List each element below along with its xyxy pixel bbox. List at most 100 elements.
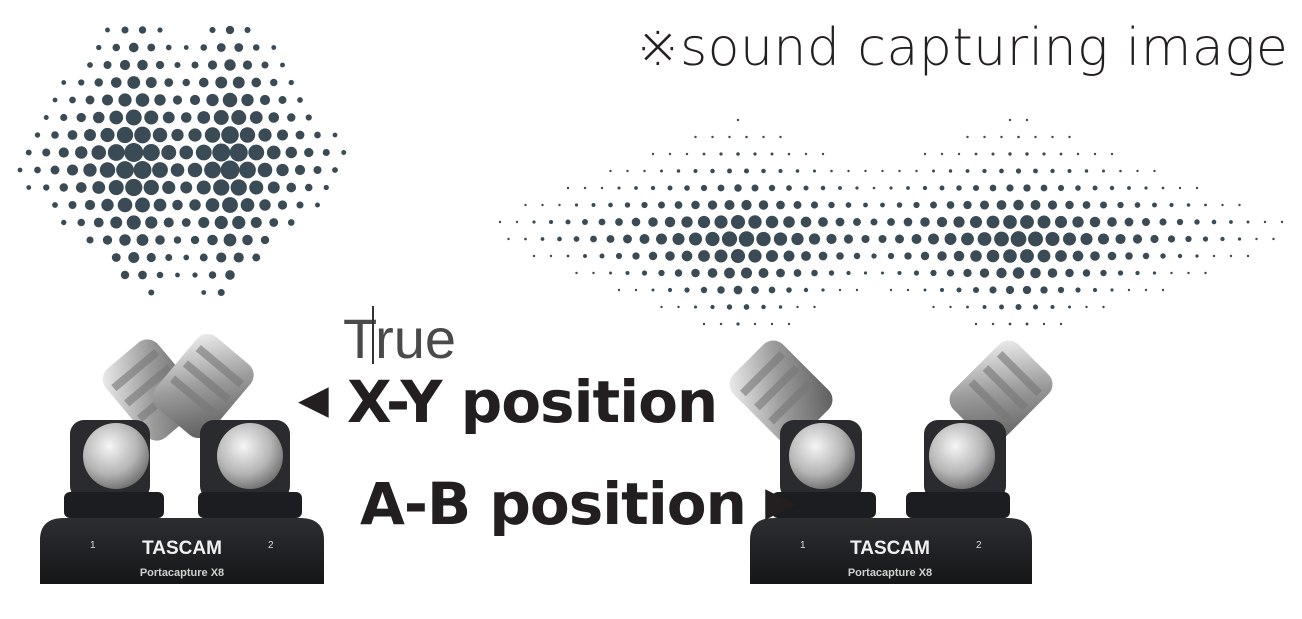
sound-dot <box>270 79 277 86</box>
sound-dot <box>1168 235 1175 242</box>
sound-dot <box>164 78 173 87</box>
sound-dot <box>1128 289 1130 291</box>
sound-dot <box>714 215 727 228</box>
sound-dot <box>87 62 93 68</box>
sound-dot <box>541 237 545 241</box>
sound-dot <box>204 162 221 179</box>
sound-dot <box>1028 232 1043 247</box>
sound-dot <box>1102 169 1105 172</box>
sound-dot <box>776 201 785 210</box>
sound-dot <box>557 237 562 242</box>
sound-dot <box>623 235 632 244</box>
sound-dot <box>221 161 240 180</box>
sound-dot <box>930 202 937 209</box>
sound-dot <box>60 183 68 191</box>
sound-dot <box>708 200 717 209</box>
sound-dot <box>306 114 312 120</box>
sound-dot <box>941 153 943 155</box>
sound-dot <box>727 169 732 174</box>
sound-dot <box>1038 216 1051 229</box>
sound-dot <box>710 305 714 309</box>
sound-dot <box>1135 202 1141 208</box>
sound-dot <box>136 93 150 107</box>
sound-dot <box>1023 286 1031 294</box>
sound-dot <box>1050 305 1054 309</box>
sound-dot <box>1023 184 1030 191</box>
sound-dot <box>1093 288 1097 292</box>
xy-sound-pattern <box>18 26 347 296</box>
sound-dot <box>836 218 845 227</box>
sound-dot <box>675 269 682 276</box>
sound-dot <box>1153 271 1156 274</box>
sound-dot <box>887 218 895 226</box>
sound-dot <box>287 113 295 121</box>
sound-dot <box>871 253 876 258</box>
sound-dot <box>1085 306 1087 308</box>
sound-dot <box>277 129 288 140</box>
sound-dot <box>796 306 798 308</box>
sound-dot <box>108 144 125 161</box>
sound-dot <box>180 182 192 194</box>
sound-dot <box>987 250 1000 263</box>
sound-dot <box>516 221 518 223</box>
sound-dot <box>788 323 790 325</box>
ab-sound-pattern <box>499 119 1283 326</box>
sound-dot <box>1065 269 1073 277</box>
sound-dot <box>565 219 570 224</box>
sound-dot <box>665 251 675 261</box>
sound-dot <box>59 147 69 157</box>
sound-dot <box>684 287 689 292</box>
sound-dot <box>1162 187 1165 190</box>
sound-dot <box>1058 287 1064 293</box>
sound-dot <box>853 218 861 226</box>
sound-dot <box>289 80 294 85</box>
sound-dot <box>121 271 129 279</box>
sound-dot <box>166 45 172 51</box>
sound-dot <box>1083 201 1091 209</box>
sound-dot <box>784 251 795 262</box>
sound-dot <box>125 179 142 196</box>
sound-dot <box>731 249 745 263</box>
sound-dot <box>109 180 124 195</box>
sound-dot <box>783 216 795 228</box>
sound-dot <box>672 233 684 245</box>
sound-dot <box>915 170 917 172</box>
sound-dot <box>332 167 338 173</box>
sound-dot <box>230 143 248 161</box>
sound-dot <box>904 252 911 259</box>
sound-dot <box>68 130 78 140</box>
sound-dot <box>341 150 346 155</box>
model-label: Portacapture X8 <box>140 567 224 579</box>
sound-dot <box>609 272 612 275</box>
sound-dot <box>224 234 237 247</box>
sound-dot <box>314 132 321 139</box>
sound-dot <box>1077 153 1079 155</box>
sound-dot <box>222 197 238 213</box>
sound-dot <box>1272 238 1274 240</box>
sound-dot <box>1000 136 1002 138</box>
sound-dot <box>120 60 130 70</box>
sound-dot <box>1093 186 1098 191</box>
sound-dot <box>18 168 23 173</box>
sound-dot <box>1065 201 1073 209</box>
sound-dot <box>651 186 655 190</box>
sound-dot <box>861 235 869 243</box>
sound-dot <box>201 290 206 295</box>
sound-dot <box>776 269 785 278</box>
sound-dot <box>1107 217 1117 227</box>
sound-dot <box>253 44 260 51</box>
sound-dot <box>1194 219 1199 224</box>
sound-dot <box>126 110 142 126</box>
sound-dot <box>1033 169 1038 174</box>
sound-dot <box>966 169 970 173</box>
sound-dot <box>582 219 588 225</box>
sound-dot <box>60 114 67 121</box>
sound-dot <box>727 304 732 309</box>
sound-dot <box>924 289 927 292</box>
sound-dot <box>164 217 174 227</box>
sound-dot <box>296 201 303 208</box>
sound-dot <box>172 200 183 211</box>
sound-dot <box>640 234 650 244</box>
sound-dot <box>684 185 690 191</box>
sound-dot <box>963 269 971 277</box>
